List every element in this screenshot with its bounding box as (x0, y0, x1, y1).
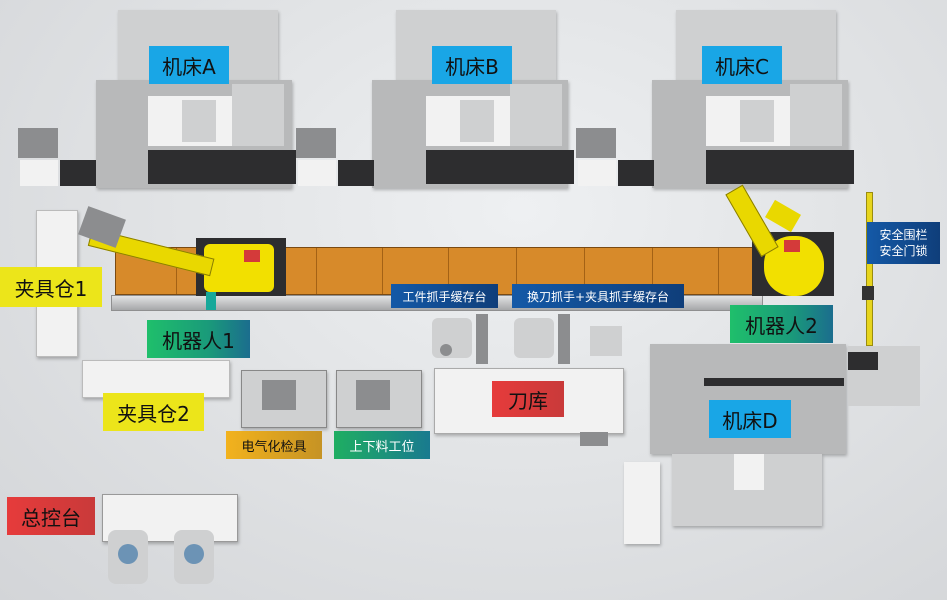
tool-fixture-gripper-buffer-label: 换刀抓手+夹具抓手缓存台 (512, 284, 684, 308)
robot-1-label: 机器人1 (147, 320, 250, 358)
load-unload-station-label: 上下料工位 (334, 431, 430, 459)
machine-b-label: 机床B (432, 46, 512, 84)
safety-fence-label: 安全围栏 安全门锁 (867, 222, 940, 264)
robot-2-label: 机器人2 (730, 305, 833, 343)
fixture-bin-1-label: 夹具仓1 (0, 267, 102, 307)
electrical-fixture-label: 电气化检具 (226, 431, 322, 459)
tool-magazine-label: 刀库 (492, 381, 564, 417)
machine-c-label: 机床C (702, 46, 782, 84)
workpiece-gripper-buffer-label: 工件抓手缓存台 (391, 284, 498, 308)
control-console-label: 总控台 (7, 497, 95, 535)
safety-fence-label-line2: 安全门锁 (879, 244, 928, 258)
fixture-bin-2-label: 夹具仓2 (103, 393, 204, 431)
machine-a-label: 机床A (149, 46, 229, 84)
safety-fence-label-line1: 安全围栏 (879, 228, 928, 242)
machine-d-label: 机床D (709, 400, 791, 438)
